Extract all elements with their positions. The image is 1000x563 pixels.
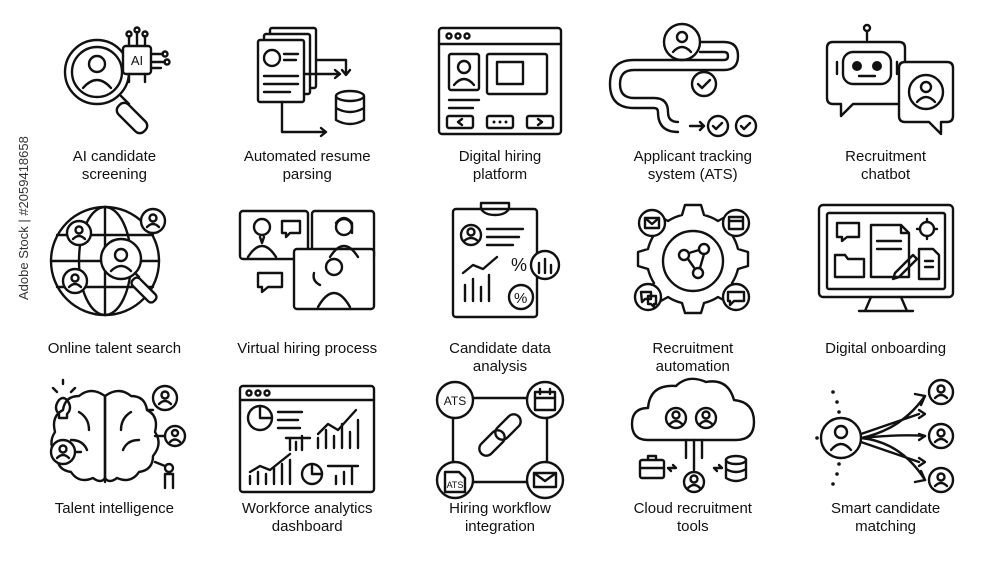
icon-card-workflow-integration: ATS ATS Hiring workflow integration bbox=[404, 370, 597, 563]
label-line-1: Automated resume bbox=[243, 148, 371, 165]
icon-card-talent-intelligence: Talent intelligence bbox=[18, 370, 211, 563]
label-line-2: screening bbox=[81, 166, 147, 183]
label-line-1: Workforce analytics bbox=[241, 500, 373, 517]
percent-mark: % bbox=[511, 255, 527, 275]
icon-card-ats: Applicant tracking system (ATS) bbox=[596, 0, 789, 187]
icon-card-onboarding: Digital onboarding bbox=[789, 187, 982, 370]
resume-database-icon bbox=[232, 22, 382, 142]
label-line-1: Hiring workflow bbox=[449, 500, 551, 517]
label-line-2: matching bbox=[855, 518, 917, 535]
globe-search-icon bbox=[39, 199, 189, 319]
ats-label-bottom: ATS bbox=[447, 480, 464, 490]
label-line-2: tools bbox=[676, 518, 709, 535]
tracking-path-icon bbox=[618, 22, 768, 142]
label-line-1: AI candidate bbox=[72, 148, 157, 165]
browser-profile-icon bbox=[425, 22, 575, 142]
icon-grid: AI AI candidate screening bbox=[18, 0, 982, 563]
icon-label: Candidate data analysis bbox=[404, 340, 597, 376]
video-call-icon bbox=[232, 199, 382, 319]
icon-card-ai-screening: AI AI candidate screening bbox=[18, 0, 211, 187]
label-line-1: Cloud recruitment bbox=[633, 500, 752, 517]
icon-label: Recruitment automation bbox=[596, 340, 789, 376]
robot-chat-icon bbox=[811, 22, 961, 142]
icon-card-chatbot: Recruitment chatbot bbox=[789, 0, 982, 187]
label-line-1: Talent intelligence bbox=[54, 500, 175, 517]
icon-label: Digital hiring platform bbox=[404, 148, 597, 184]
label-line-1: Online talent search bbox=[47, 340, 182, 357]
icon-label: Virtual hiring process bbox=[211, 340, 404, 358]
icon-card-hiring-platform: Digital hiring platform bbox=[404, 0, 597, 187]
icon-card-workforce-dashboard: Workforce analytics dashboard bbox=[211, 370, 404, 563]
label-line-1: Recruitment bbox=[652, 340, 734, 357]
icon-label: Online talent search bbox=[18, 340, 211, 358]
icon-label: Talent intelligence bbox=[18, 500, 211, 518]
label-line-2: analysis bbox=[472, 358, 528, 375]
ats-label-top: ATS bbox=[444, 394, 466, 408]
ai-magnifier-icon: AI bbox=[39, 22, 189, 142]
label-line-1: Digital onboarding bbox=[825, 340, 947, 357]
label-line-2: integration bbox=[464, 518, 536, 535]
label-line-2: parsing bbox=[282, 166, 332, 183]
icon-card-resume-parsing: Automated resume parsing bbox=[211, 0, 404, 187]
label-line-2: automation bbox=[655, 358, 730, 375]
brain-network-icon bbox=[39, 378, 189, 498]
cloud-tools-icon bbox=[618, 378, 768, 498]
label-line-1: Candidate data bbox=[449, 340, 551, 357]
icon-card-automation: Recruitment automation bbox=[596, 187, 789, 375]
icon-label: Hiring workflow integration bbox=[404, 500, 597, 536]
icon-card-talent-search: Online talent search bbox=[18, 187, 211, 370]
workflow-link-icon: ATS ATS bbox=[425, 378, 575, 498]
icon-card-candidate-matching: Smart candidate matching bbox=[789, 370, 982, 563]
icon-label: Workforce analytics dashboard bbox=[211, 500, 404, 536]
icon-card-cloud-tools: Cloud recruitment tools bbox=[596, 370, 789, 563]
label-line-1: Applicant tracking bbox=[633, 148, 752, 165]
label-line-2: system (ATS) bbox=[647, 166, 738, 183]
icon-label: AI candidate screening bbox=[18, 148, 211, 184]
icon-label: Cloud recruitment tools bbox=[596, 500, 789, 536]
icon-label: Smart candidate matching bbox=[789, 500, 982, 536]
label-line-1: Digital hiring bbox=[458, 148, 542, 165]
icon-label: Recruitment chatbot bbox=[789, 148, 982, 184]
monitor-docs-icon bbox=[811, 199, 961, 319]
analytics-dashboard-icon bbox=[232, 378, 382, 498]
icon-label: Automated resume parsing bbox=[211, 148, 404, 184]
label-line-1: Recruitment bbox=[845, 148, 927, 165]
ai-chip-text: AI bbox=[131, 53, 143, 68]
label-line-2: platform bbox=[472, 166, 528, 183]
icon-card-data-analysis: % % Candidate data analysis bbox=[404, 187, 597, 375]
label-line-1: Virtual hiring process bbox=[237, 340, 378, 357]
label-line-1: Smart candidate bbox=[830, 500, 941, 517]
label-line-2: chatbot bbox=[860, 166, 911, 183]
gear-network-icon bbox=[618, 199, 768, 319]
percent-mark-circle: % bbox=[514, 290, 527, 307]
icon-card-virtual-hiring: Virtual hiring process bbox=[211, 187, 404, 370]
clipboard-analysis-icon: % % bbox=[425, 199, 575, 319]
icon-label: Digital onboarding bbox=[789, 340, 982, 358]
candidate-match-icon bbox=[811, 378, 961, 498]
icon-label: Applicant tracking system (ATS) bbox=[596, 148, 789, 184]
label-line-2: dashboard bbox=[271, 518, 343, 535]
